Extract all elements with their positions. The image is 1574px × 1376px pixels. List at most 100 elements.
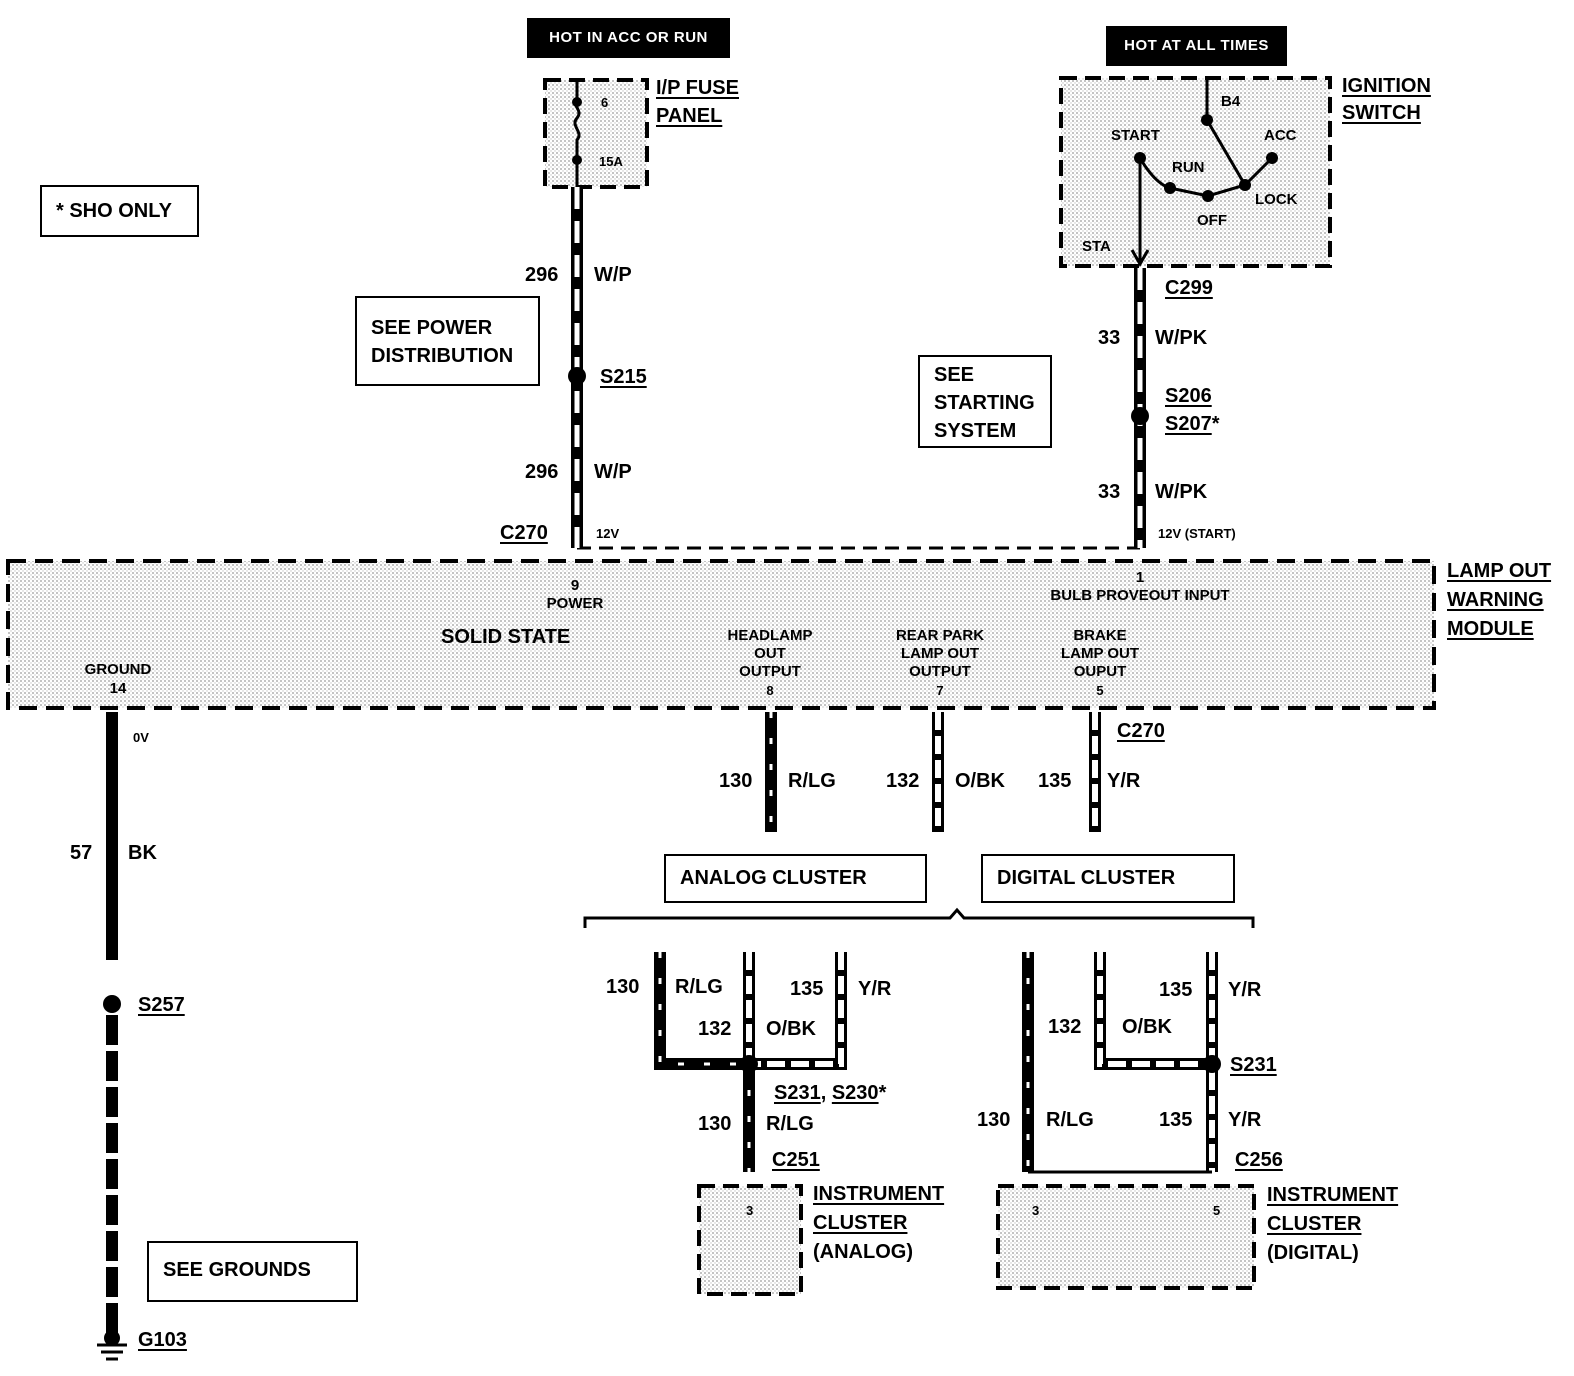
digital-wire-135-color-lower: Y/R: [1228, 1109, 1262, 1131]
splice-s231-analog-dot: [740, 1055, 758, 1073]
see-power-distribution-note[interactable]: SEE POWER DISTRIBUTION: [355, 296, 540, 386]
wire-296-color-lower: W/P: [594, 461, 632, 483]
wire-57-color: BK: [128, 842, 157, 864]
digital-wire-135-number: 135: [1159, 979, 1193, 1001]
sho-only-note: * SHO ONLY: [40, 185, 199, 237]
wire-33-number-upper: 33: [1098, 327, 1121, 349]
see-starting-line-2: STARTING: [934, 392, 1035, 414]
sho-marker-s230: *: [878, 1082, 887, 1104]
pin-bulb-label: BULB PROVEOUT INPUT: [1050, 587, 1230, 604]
ground-g103: G103: [138, 1329, 187, 1351]
sho-marker: *: [1211, 413, 1220, 435]
brake-pin-number: 5: [1096, 683, 1104, 698]
analog-cluster-pin: 3: [746, 1203, 754, 1218]
wire-130-number: 130: [719, 770, 753, 792]
acc-terminal: [1266, 152, 1278, 164]
ignition-sta-label: STA: [1082, 238, 1111, 255]
rear-park-pin-number: 7: [936, 683, 944, 698]
ignition-b4-label: B4: [1221, 93, 1241, 110]
module-name-3: MODULE: [1447, 618, 1534, 640]
hot-in-acc-run-tag: HOT IN ACC OR RUN: [527, 18, 730, 58]
analog-wire-135-number: 135: [790, 978, 824, 1000]
instrument-cluster-digital-box: [996, 1184, 1256, 1290]
wire-33-color-lower: W/PK: [1155, 481, 1208, 503]
ignition-acc-label: ACC: [1264, 127, 1297, 144]
connector-c299: C299: [1165, 277, 1213, 299]
wire-132-color: O/BK: [955, 770, 1005, 792]
module-name-1: LAMP OUT: [1447, 560, 1552, 582]
see-grounds-note[interactable]: SEE GROUNDS: [147, 1241, 358, 1302]
wire-33-color-upper: W/PK: [1155, 327, 1208, 349]
splice-s206: S206: [1165, 385, 1212, 407]
digital-ic-name-2: CLUSTER: [1267, 1213, 1362, 1235]
splice-s215: S215: [600, 366, 647, 388]
solid-state-label: SOLID STATE: [441, 626, 571, 648]
digital-cluster-pin-a: 3: [1032, 1203, 1040, 1218]
digital-wire-132-number: 132: [1048, 1016, 1082, 1038]
ignition-switch-name-1: IGNITION: [1342, 75, 1431, 97]
see-starting-line-3: SYSTEM: [934, 420, 1017, 442]
start-terminal: [1134, 152, 1146, 164]
ignition-switch-name-2: SWITCH: [1342, 102, 1421, 124]
rear-park-label-3: OUTPUT: [909, 663, 971, 680]
splice-separator: ,: [820, 1082, 827, 1104]
digital-wiring: [1022, 952, 1218, 1174]
fuse-panel-box: [543, 78, 649, 189]
digital-ic-name-1: INSTRUMENT: [1267, 1184, 1399, 1206]
ignition-switch-box: [1059, 76, 1332, 268]
splice-s207: S207: [1165, 413, 1212, 435]
brake-label-3: OUPUT: [1073, 663, 1127, 680]
see-power-line-1: SEE POWER: [371, 317, 493, 339]
rear-park-label-1: REAR PARK: [895, 627, 985, 644]
fuse-rating: 15A: [599, 154, 623, 169]
digital-wire-130-number: 130: [977, 1109, 1011, 1131]
instrument-cluster-analog-box: [697, 1184, 803, 1296]
wire-132-number: 132: [886, 770, 920, 792]
wire-33-number-lower: 33: [1098, 481, 1121, 503]
fuse-panel-name-2: PANEL: [656, 105, 723, 127]
connector-c256: C256: [1235, 1149, 1283, 1171]
pin-power-label: POWER: [546, 595, 604, 612]
brake-label-1: BRAKE: [1073, 627, 1127, 644]
splice-s230: S230: [831, 1082, 879, 1104]
b4-terminal: [1201, 114, 1213, 126]
digital-wire-130-color: R/LG: [1046, 1109, 1094, 1131]
cluster-brace: [583, 907, 1255, 928]
ignition-lock-label: LOCK: [1255, 191, 1298, 208]
ground-pin-label: GROUND: [84, 661, 152, 678]
ignition-run-label: RUN: [1172, 159, 1205, 176]
ground-pin-number: 14: [109, 680, 127, 697]
splice-s215-dot: [568, 367, 586, 385]
headlamp-label-2: OUT: [754, 645, 786, 662]
run-terminal: [1164, 182, 1176, 194]
analog-wire-135-color: Y/R: [858, 978, 892, 1000]
analog-wire-130-number: 130: [606, 976, 640, 998]
lamp-out-module-box: [6, 559, 1436, 710]
voltage-0v: 0V: [133, 730, 149, 745]
lock-terminal: [1239, 179, 1251, 191]
analog-wire-132-number: 132: [698, 1018, 732, 1040]
splice-s231-digital: S231: [1230, 1054, 1277, 1076]
module-name-2: WARNING: [1447, 589, 1544, 611]
analog-wiring: [654, 952, 847, 1172]
connector-c270-top: C270: [500, 522, 548, 544]
wire-57-number: 57: [70, 842, 93, 864]
analog-cluster-header: ANALOG CLUSTER: [664, 854, 927, 903]
fuse-panel-name-1: I/P FUSE: [656, 77, 739, 99]
brake-label-2: LAMP OUT: [1060, 645, 1140, 662]
wire-296-number-lower: 296: [525, 461, 559, 483]
connector-c251: C251: [772, 1149, 820, 1171]
fuse-number: 6: [601, 95, 609, 110]
splice-s257-dot: [103, 995, 121, 1013]
hot-at-all-times-tag: HOT AT ALL TIMES: [1106, 26, 1287, 66]
see-starting-line-1: SEE: [934, 364, 975, 386]
headlamp-label-3: OUTPUT: [739, 663, 801, 680]
wire-130-color: R/LG: [788, 770, 836, 792]
connector-c270-bottom: C270: [1117, 720, 1165, 742]
analog-ic-name-2: CLUSTER: [813, 1212, 908, 1234]
ignition-off-label: OFF: [1197, 212, 1227, 229]
see-starting-system-note[interactable]: SEE STARTING SYSTEM: [918, 355, 1052, 448]
ignition-switch-contacts: [1130, 80, 1274, 268]
digital-wire-135-color: Y/R: [1228, 979, 1262, 1001]
